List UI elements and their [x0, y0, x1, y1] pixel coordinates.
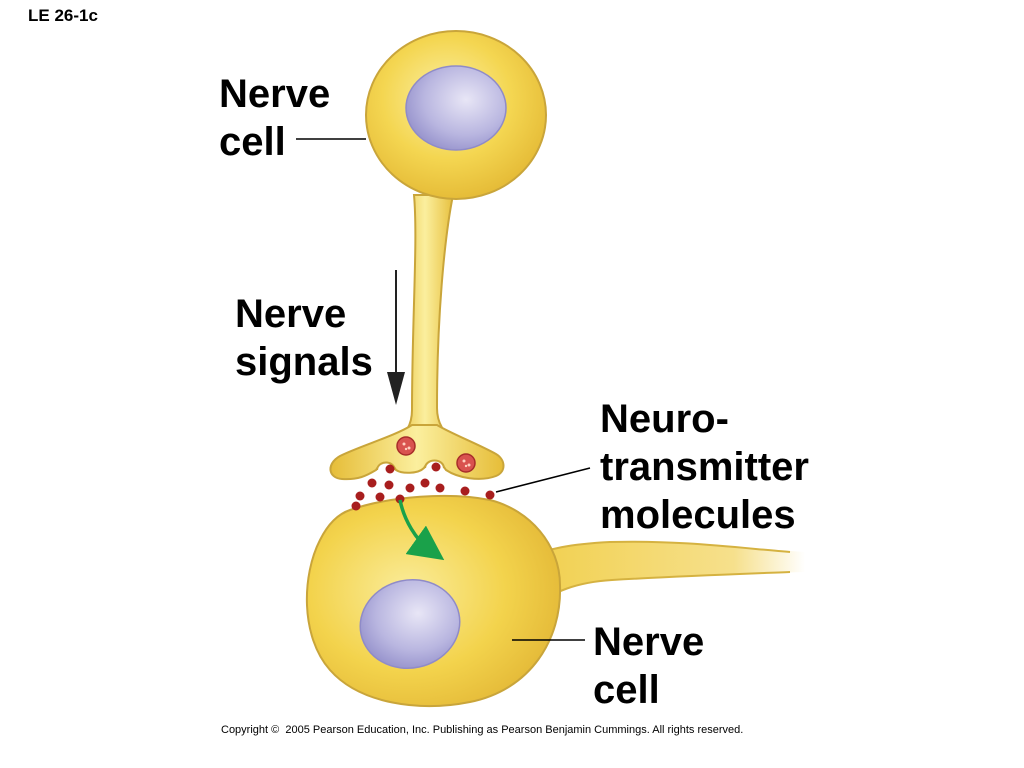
top-cell-nucleus [405, 65, 507, 151]
signal-transmission-arrow [398, 499, 445, 561]
label-nerve-signals: Nerve signals [235, 292, 373, 384]
neurotransmitter-molecule [395, 494, 405, 504]
neurotransmitter-molecule [460, 486, 470, 496]
neurotransmitter-molecule [351, 501, 361, 511]
neurotransmitter-molecule [384, 480, 394, 490]
axon-terminal [329, 424, 505, 481]
neurotransmitter-molecule [435, 483, 445, 493]
figure-id: LE 26-1c [28, 6, 98, 25]
label-bottom-nerve-cell: Nerve cell [593, 620, 705, 712]
top-nerve-cell [329, 30, 547, 481]
neurotransmitter-molecule [375, 492, 385, 502]
neurotransmitter-molecule [367, 478, 377, 488]
top-cell-axon [394, 194, 456, 441]
synaptic-vesicle [396, 436, 416, 456]
label-top-nerve-cell: Nerve cell [219, 72, 331, 164]
neurotransmitter-molecule [420, 478, 430, 488]
neurotransmitter-molecule [485, 490, 495, 500]
neurotransmitter-molecules [351, 462, 495, 511]
bottom-nerve-cell [305, 494, 805, 707]
nerve-signal-arrow [387, 270, 405, 405]
neurotransmitter-molecule [405, 483, 415, 493]
neurotransmitter-leader-line [495, 467, 591, 493]
label-neurotransmitter-molecules: Neuro- transmitter molecules [600, 397, 809, 537]
neurotransmitter-molecule [431, 462, 441, 472]
copyright-notice: Copyright © 2005 Pearson Education, Inc.… [221, 724, 744, 736]
bottom-cell-nucleus [359, 578, 461, 670]
neurotransmitter-molecule [385, 464, 395, 474]
synaptic-vesicle [456, 453, 476, 473]
neurotransmitter-molecule [355, 491, 365, 501]
